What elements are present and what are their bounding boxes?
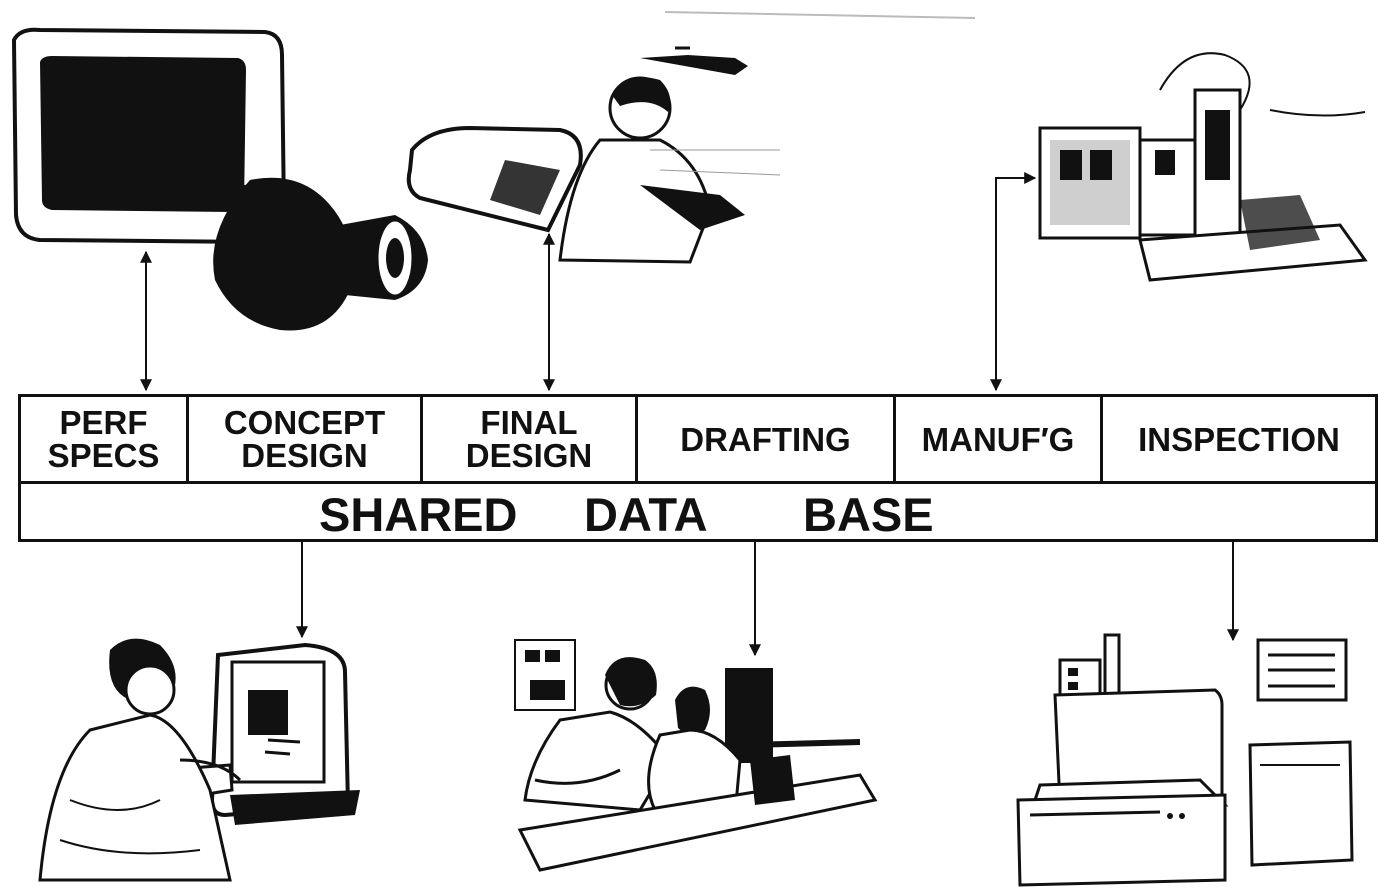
camera-lens-illustration bbox=[213, 177, 428, 331]
stage-manufacturing: MANUF′G bbox=[896, 397, 1103, 481]
shared-word-1: SHARED bbox=[319, 488, 518, 541]
shared-word-2: DATA bbox=[584, 488, 708, 541]
engineer-at-terminal-illustration bbox=[406, 46, 781, 264]
process-band: PERF SPECS CONCEPT DESIGN FINAL DESIGN D… bbox=[18, 394, 1378, 542]
arrow-manufacturing bbox=[990, 172, 1037, 392]
shared-word-3: BASE bbox=[803, 488, 934, 541]
coordinate-measuring-machine-illustration bbox=[1016, 633, 1354, 887]
stage-concept-design: CONCEPT DESIGN bbox=[189, 397, 423, 481]
drafting-team-illustration bbox=[514, 639, 878, 872]
stage-inspection: INSPECTION bbox=[1138, 420, 1340, 458]
process-stages-row: PERF SPECS CONCEPT DESIGN FINAL DESIGN D… bbox=[21, 397, 1375, 484]
designer-at-graphics-workstation-illustration bbox=[38, 638, 360, 882]
crt-terminal-illustration bbox=[11, 27, 287, 245]
stage-perf-specs: PERF SPECS bbox=[21, 397, 189, 481]
machine-tool-illustration bbox=[1038, 52, 1368, 282]
stage-final-design: FINAL DESIGN bbox=[423, 397, 638, 481]
stage-drafting: DRAFTING bbox=[638, 397, 896, 481]
shared-data-base-row: SHARED DATA BASE bbox=[21, 481, 1375, 541]
